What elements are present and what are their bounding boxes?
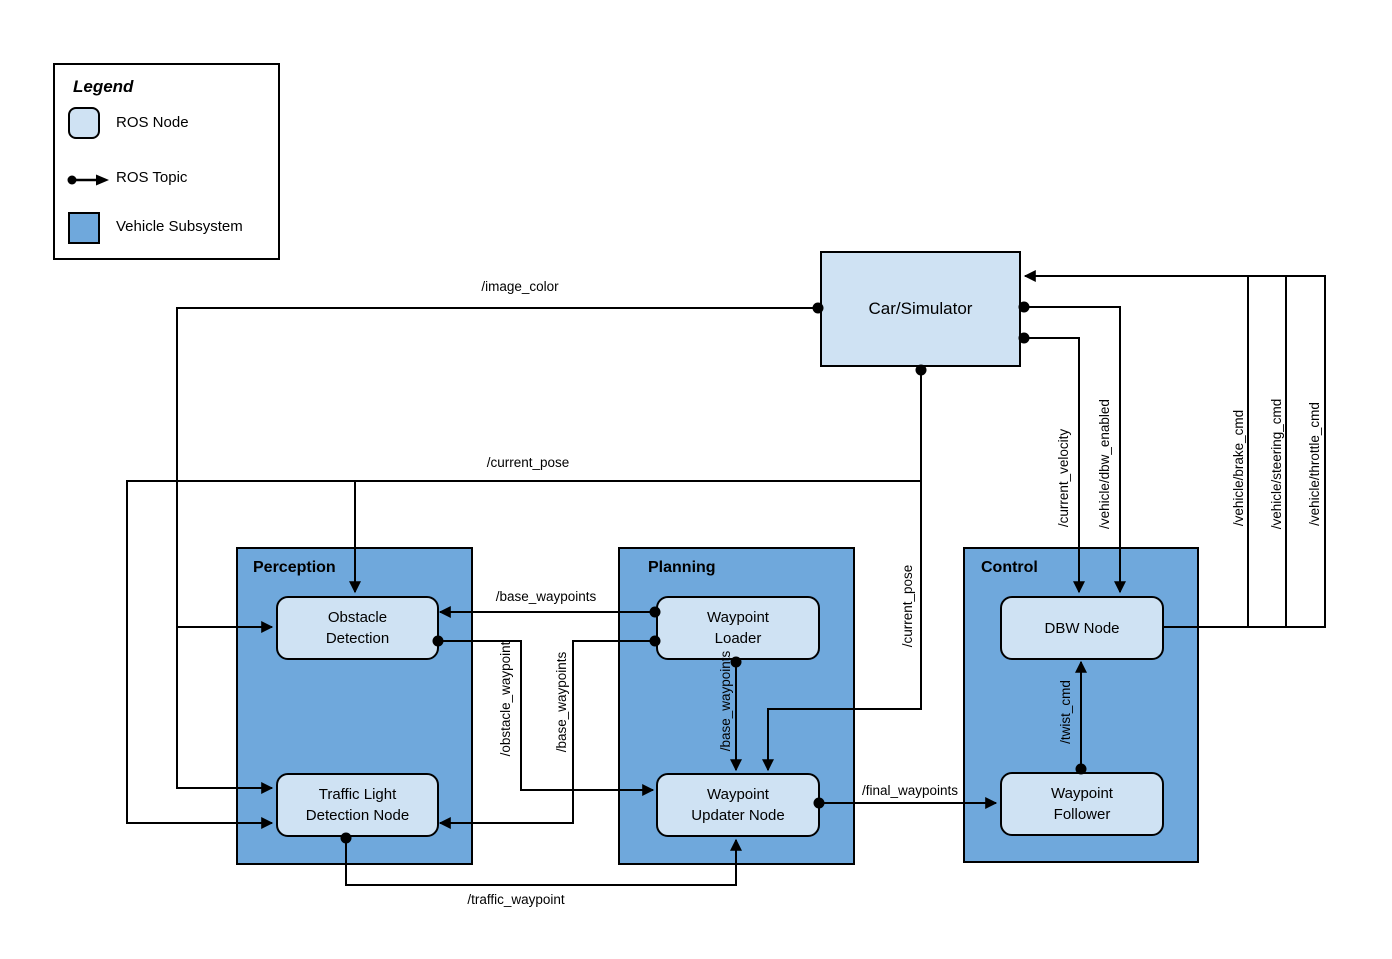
node-obstacle-detection-label-line2: Detection bbox=[325, 630, 390, 647]
subsystem-control: Control DBW Node Waypoint Follower bbox=[963, 547, 1199, 863]
node-dbw: DBW Node bbox=[1000, 596, 1164, 660]
topic-label-vehicle-throttle-cmd: /vehicle/throttle_cmd bbox=[1307, 402, 1322, 526]
node-waypoint-loader-label-line2: Loader bbox=[714, 630, 762, 647]
ros-topic-arrow-icon bbox=[66, 171, 112, 194]
topic-label-vehicle-dbw-enabled: /vehicle/dbw_enabled bbox=[1097, 399, 1112, 529]
topic-label-image-color: /image_color bbox=[481, 279, 559, 294]
node-waypoint-updater-label-line1: Waypoint bbox=[707, 786, 769, 803]
node-car-simulator: Car/Simulator bbox=[820, 251, 1021, 367]
topic-label-vehicle-steering-cmd: /vehicle/steering_cmd bbox=[1269, 399, 1284, 530]
topic-label-final-waypoints: /final_waypoints bbox=[862, 783, 958, 798]
node-waypoint-loader: Waypoint Loader bbox=[656, 596, 820, 660]
legend-label-ros-topic: ROS Topic bbox=[116, 169, 188, 186]
node-traffic-light-detection: Traffic Light Detection Node bbox=[276, 773, 439, 837]
topic-label-current-pose: /current_pose bbox=[487, 455, 570, 470]
subsystem-perception-title: Perception bbox=[253, 559, 336, 576]
node-waypoint-loader-label-line1: Waypoint bbox=[707, 609, 769, 626]
topic-label-base-waypoints: /base_waypoints bbox=[496, 589, 597, 604]
topic-label-vehicle-brake-cmd: /vehicle/brake_cmd bbox=[1231, 410, 1246, 526]
node-dbw-label: DBW Node bbox=[1044, 619, 1120, 637]
node-car-simulator-label: Car/Simulator bbox=[868, 299, 973, 319]
node-waypoint-follower-label-line2: Follower bbox=[1053, 806, 1111, 823]
ros-node-swatch bbox=[68, 107, 100, 139]
subsystem-perception: Perception Obstacle Detection Traffic Li… bbox=[236, 547, 473, 865]
node-obstacle-detection: Obstacle Detection bbox=[276, 596, 439, 660]
topic-label-current-velocity: /current_velocity bbox=[1056, 429, 1071, 528]
node-waypoint-updater: Waypoint Updater Node bbox=[656, 773, 820, 837]
legend-label-vehicle-subsystem: Vehicle Subsystem bbox=[116, 218, 243, 235]
node-traffic-light-detection-label-line2: Detection Node bbox=[305, 807, 410, 824]
subsystem-planning-title: Planning bbox=[648, 559, 716, 576]
topic-label-base-waypoints-vertical: /base_waypoints bbox=[554, 651, 569, 752]
topic-label-current-pose-vertical: /current_pose bbox=[900, 565, 915, 648]
legend: Legend ROS Node ROS Topic Vehicle Subsys… bbox=[53, 63, 280, 260]
subsystem-control-title: Control bbox=[981, 559, 1038, 576]
topic-label-traffic-waypoint: /traffic_waypoint bbox=[467, 892, 565, 907]
node-obstacle-detection-label-line1: Obstacle bbox=[327, 609, 388, 626]
subsystem-planning: Planning Waypoint Loader Waypoint Update… bbox=[618, 547, 855, 865]
node-waypoint-follower-label-line1: Waypoint bbox=[1051, 785, 1113, 802]
legend-label-ros-node: ROS Node bbox=[116, 114, 189, 131]
node-traffic-light-detection-label-line1: Traffic Light bbox=[318, 786, 397, 803]
topic-label-obstacle-waypoint: /obstacle_waypoint bbox=[498, 641, 513, 756]
vehicle-subsystem-swatch bbox=[68, 212, 100, 244]
node-waypoint-follower: Waypoint Follower bbox=[1000, 772, 1164, 836]
legend-title: Legend bbox=[73, 77, 134, 96]
node-waypoint-updater-label-line2: Updater Node bbox=[691, 807, 785, 824]
